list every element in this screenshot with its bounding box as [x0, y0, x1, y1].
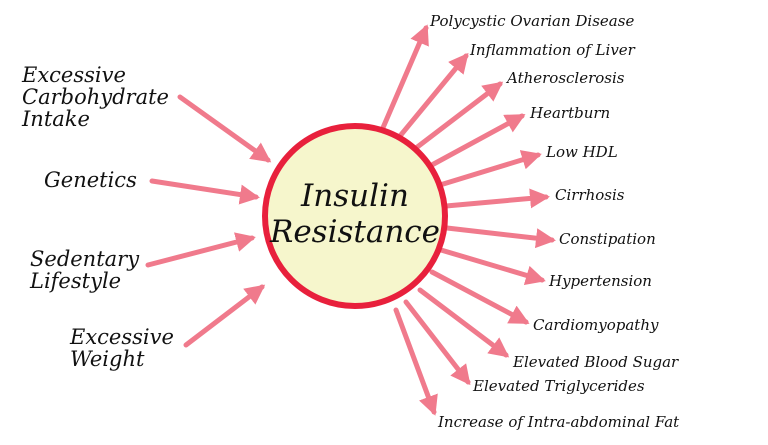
arrow-effect-blood-sugar — [417, 287, 510, 358]
arrow-effect-hypertension — [438, 247, 546, 286]
center-label: Insulin Resistance — [265, 178, 445, 250]
arrow-cause-carbohydrate — [177, 94, 272, 163]
center-label-line1: Insulin — [301, 178, 409, 214]
cause-line: Lifestyle — [30, 269, 122, 293]
effect-constipation: Constipation — [559, 230, 656, 248]
effect-atherosclerosis: Atherosclerosis — [507, 69, 625, 87]
effect-inflammation-of-liver: Inflammation of Liver — [470, 41, 635, 59]
cause-line: Excessive — [22, 63, 126, 87]
cause-line: Excessive — [70, 325, 174, 349]
arrow-cause-weight — [183, 284, 266, 348]
effect-increase-of-intra-abdominal-fat: Increase of Intra-abdominal Fat — [438, 413, 680, 431]
arrow-cause-genetics — [149, 178, 260, 205]
effect-elevated-blood-sugar: Elevated Blood Sugar — [513, 353, 679, 371]
effect-heartburn: Heartburn — [530, 104, 611, 122]
cause-line: Intake — [22, 107, 90, 131]
effect-elevated-triglycerides: Elevated Triglycerides — [473, 377, 645, 395]
arrow-effect-triglycerides — [403, 299, 471, 386]
cause-excessive-weight: Excessive Weight — [70, 326, 174, 370]
cause-line: Weight — [70, 347, 145, 371]
arrow-effect-abdominal-fat — [393, 307, 438, 416]
arrow-effect-polycystic — [379, 24, 429, 133]
cause-sedentary-lifestyle: Sedentary Lifestyle — [30, 248, 139, 292]
arrow-effect-constipation — [444, 225, 556, 249]
effect-cirrhosis: Cirrhosis — [555, 186, 625, 204]
cause-excessive-carbohydrate-intake: Excessive Carbohydrate Intake — [22, 64, 169, 130]
cause-line: Sedentary — [30, 247, 140, 271]
arrow-effect-liver — [397, 52, 469, 139]
effect-polycystic-ovarian-disease: Polycystic Ovarian Disease — [430, 12, 635, 30]
arrow-effect-cirrhosis — [443, 188, 550, 209]
cause-line: Carbohydrate — [22, 85, 169, 109]
cause-line: Genetics — [44, 168, 137, 192]
arrow-effect-cardio — [429, 269, 530, 325]
effect-low-hdl: Low HDL — [546, 143, 618, 161]
arrow-effect-heartburn — [427, 113, 526, 169]
effect-hypertension: Hypertension — [549, 272, 652, 290]
center-label-line2: Resistance — [269, 214, 441, 250]
arrow-cause-sedentary — [145, 232, 256, 268]
center-circle — [262, 123, 448, 309]
arrow-effect-low-hdl — [437, 150, 542, 188]
cause-genetics: Genetics — [44, 169, 137, 191]
arrow-effect-athero — [413, 81, 504, 151]
effect-cardiomyopathy: Cardiomyopathy — [533, 316, 659, 334]
